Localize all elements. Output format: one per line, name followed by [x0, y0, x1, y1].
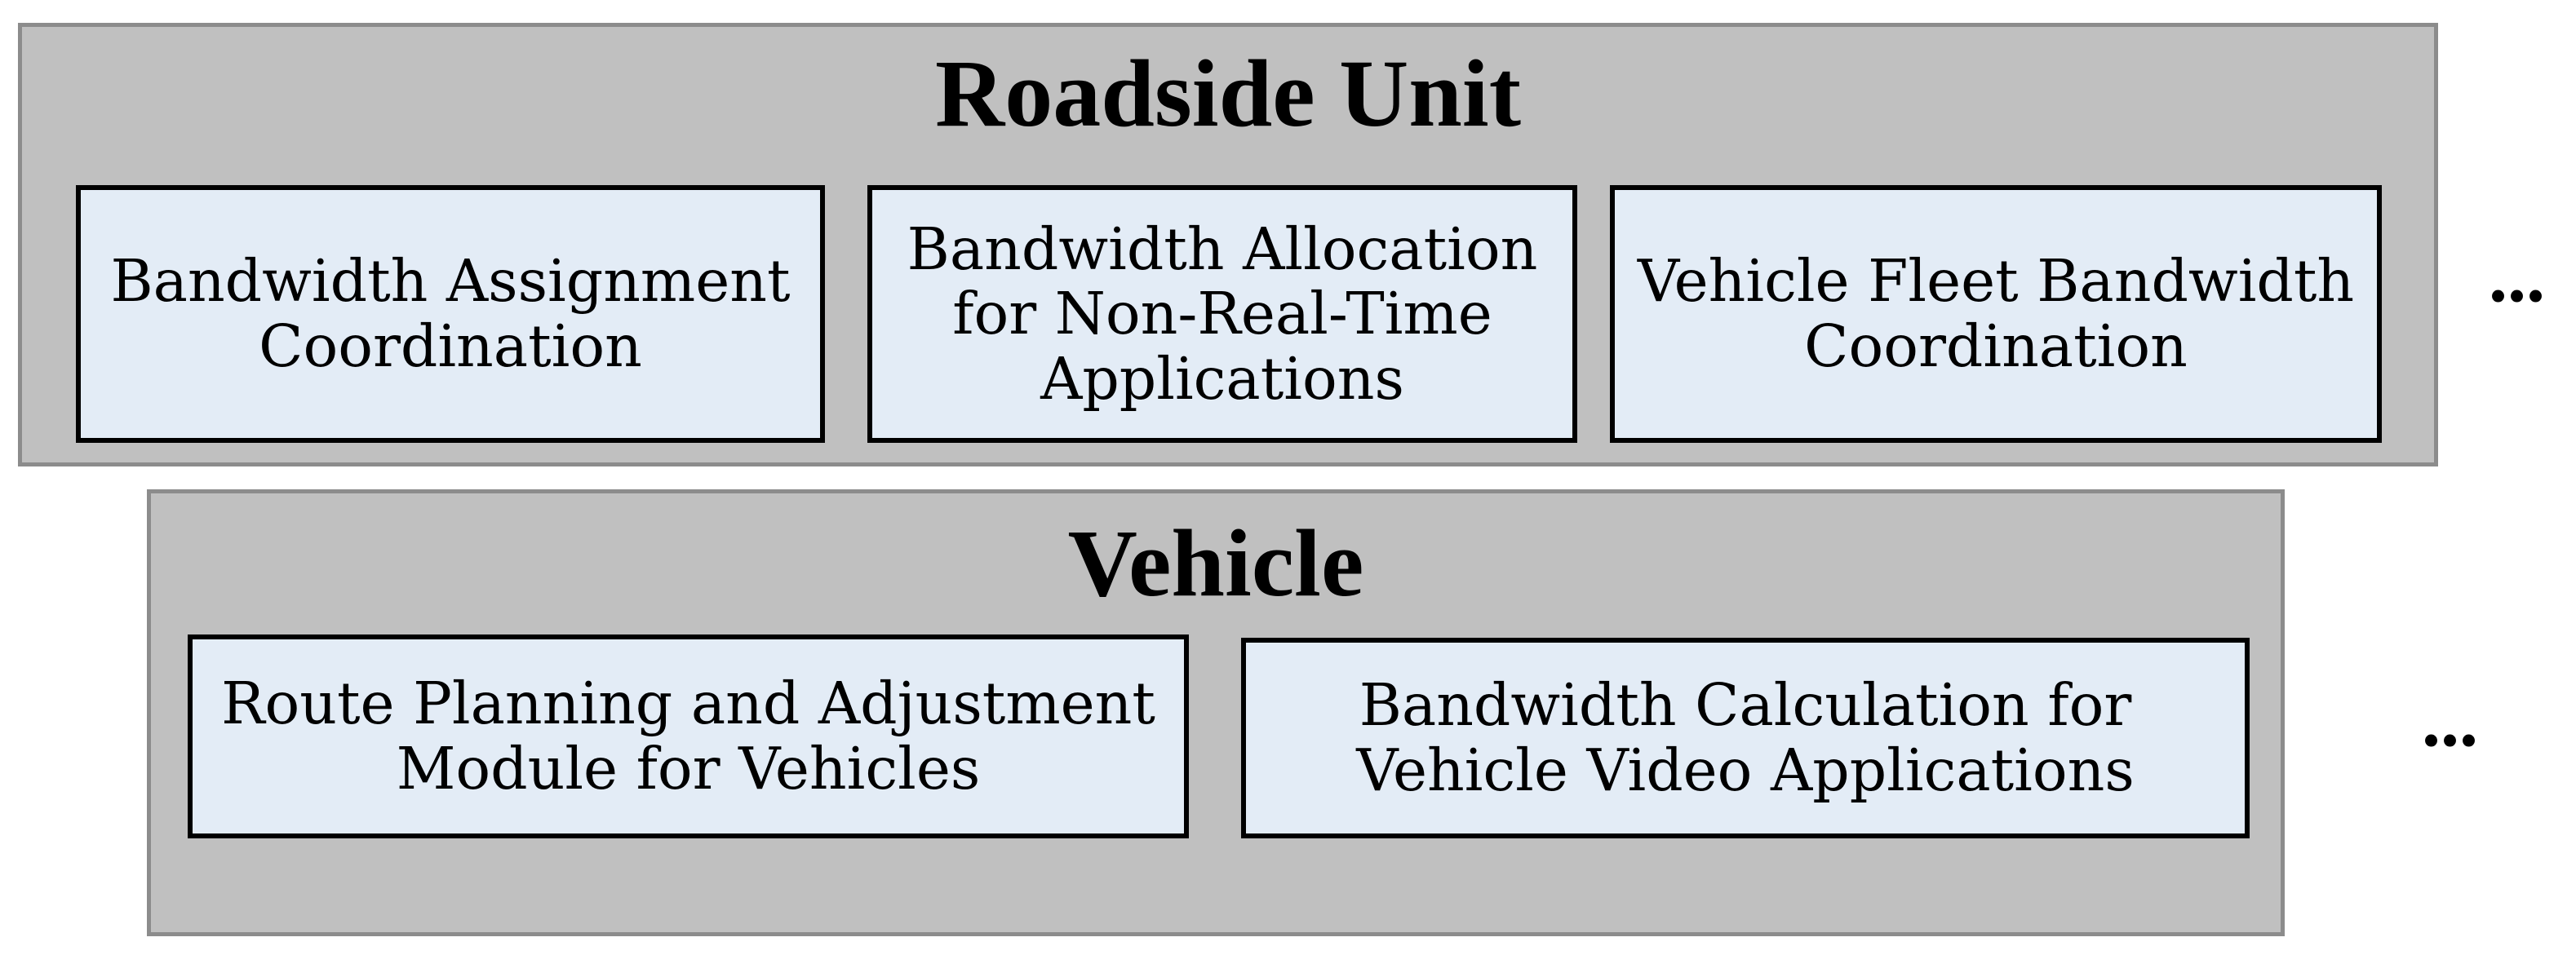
vehicle-title: Vehicle: [1067, 510, 1364, 617]
roadside-unit-more-ellipsis: ...: [2489, 234, 2545, 317]
roadside-unit-panel: Roadside Unit Bandwidth Assignment Coord…: [18, 23, 2438, 466]
route-planning-adjustment-box: Route Planning and Adjustment Module for…: [188, 634, 1189, 838]
bandwidth-calculation-video-box: Bandwidth Calculation for Vehicle Video …: [1241, 638, 2250, 838]
roadside-unit-title: Roadside Unit: [935, 40, 1521, 147]
bandwidth-assignment-coordination-box: Bandwidth Assignment Coordination: [76, 185, 825, 443]
bandwidth-allocation-non-real-time-box: Bandwidth Allocation for Non-Real-Time A…: [867, 185, 1577, 443]
vehicle-more-ellipsis: ...: [2422, 679, 2478, 762]
vehicle-fleet-bandwidth-coordination-box: Vehicle Fleet Bandwidth Coordination: [1610, 185, 2382, 443]
vehicle-panel: Vehicle Route Planning and Adjustment Mo…: [147, 489, 2285, 936]
